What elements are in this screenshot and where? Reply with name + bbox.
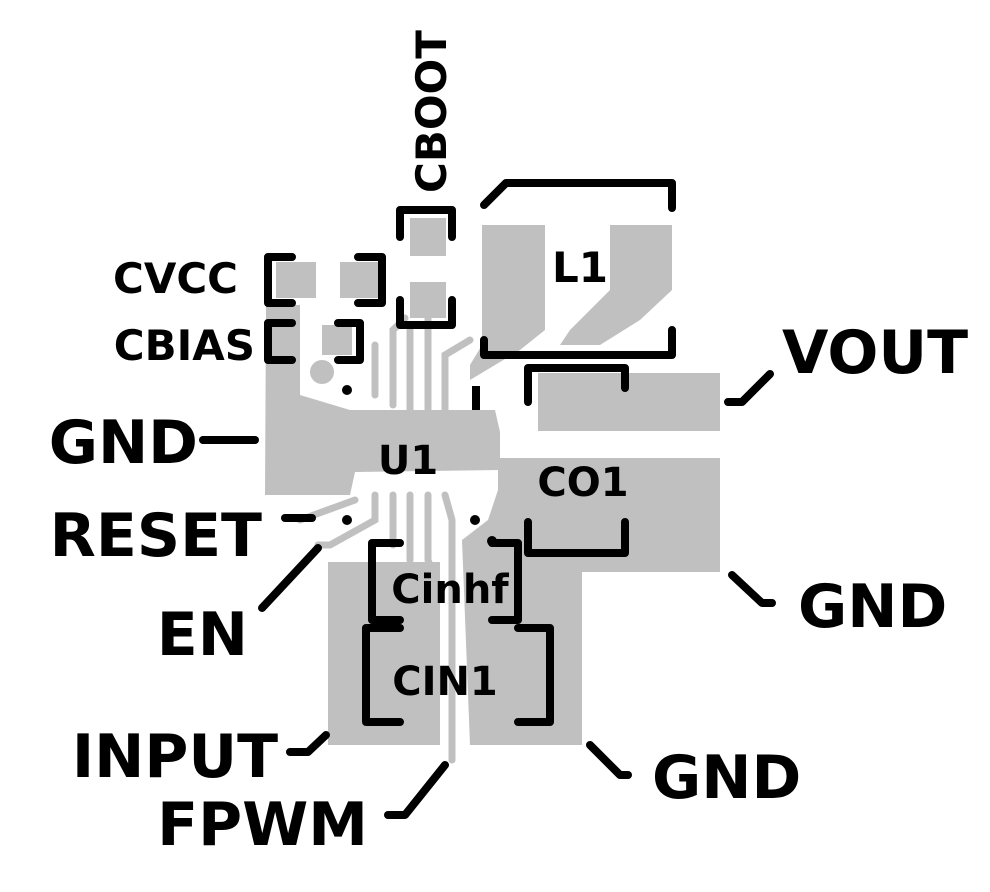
label-reset: RESET <box>50 501 262 571</box>
ic-traces <box>296 314 474 764</box>
cbias-outline-right <box>334 319 364 364</box>
label-u1: U1 <box>378 438 438 484</box>
cvcc-outline-left <box>264 253 296 307</box>
leader-gnd-bottom <box>586 741 632 779</box>
leader-en <box>258 544 322 612</box>
l1-outline-bottom <box>480 326 676 359</box>
cboot-outline-bottom <box>396 296 456 329</box>
copper-cboot-pad-top <box>410 218 446 256</box>
label-vout: VOUT <box>782 318 968 388</box>
label-gnd-left: GND <box>49 408 198 478</box>
label-cbias: CBIAS <box>114 321 255 370</box>
label-l1: L1 <box>552 243 608 292</box>
co1-outline-bottom <box>524 518 629 557</box>
cinhf-outline-right <box>488 539 522 624</box>
cvcc-outline-right <box>354 253 386 307</box>
leader-fpwm <box>384 761 449 819</box>
label-cboot: CBOOT <box>407 30 456 193</box>
pin1-marker-bottomleft <box>342 515 352 525</box>
pin1-marker-bottomright <box>470 515 480 525</box>
leader-lines <box>199 370 776 819</box>
cbias-outline-left <box>264 319 296 364</box>
cboot-outline-top <box>396 206 456 241</box>
label-cinhf: Cinhf <box>391 567 509 613</box>
co1-outline-top <box>524 364 629 406</box>
pin1-marker-topleft <box>342 385 352 395</box>
copper-l1-pad-left <box>470 225 545 380</box>
leader-gnd-right <box>728 571 776 607</box>
l1-outline-top <box>480 179 676 212</box>
copper-gnd-left-plane <box>265 305 500 495</box>
label-en: EN <box>157 600 248 670</box>
label-fpwm: FPWM <box>157 790 368 860</box>
label-gnd-right: GND <box>798 572 947 642</box>
leader-input <box>286 731 330 756</box>
leader-vout <box>724 370 774 406</box>
copper-cvcc-pad-right <box>340 262 378 298</box>
label-cvcc: CVCC <box>113 254 238 303</box>
copper-via <box>310 360 334 384</box>
label-gnd-bottom: GND <box>652 743 801 813</box>
pin-markers <box>342 385 497 546</box>
copper-l1-pad-right <box>560 225 672 345</box>
cin1-outline-right <box>514 624 554 726</box>
label-co1: CO1 <box>537 460 628 506</box>
copper-cboot-pad-bottom <box>410 282 446 318</box>
copper-cbias-pad-right <box>322 325 352 355</box>
cinhf-outline-left <box>368 539 404 624</box>
copper-input-plane <box>328 562 440 745</box>
silkscreen-outlines <box>264 179 676 726</box>
text-labels: CBOOT CVCC CBIAS GND RESET EN INPUT FPWM… <box>49 30 968 860</box>
label-input: INPUT <box>72 722 278 792</box>
cin1-outline-left <box>362 624 404 726</box>
label-cin1: CIN1 <box>392 659 498 705</box>
copper-cvcc-pad-left <box>276 262 316 298</box>
pin-marker-topright <box>472 386 480 410</box>
